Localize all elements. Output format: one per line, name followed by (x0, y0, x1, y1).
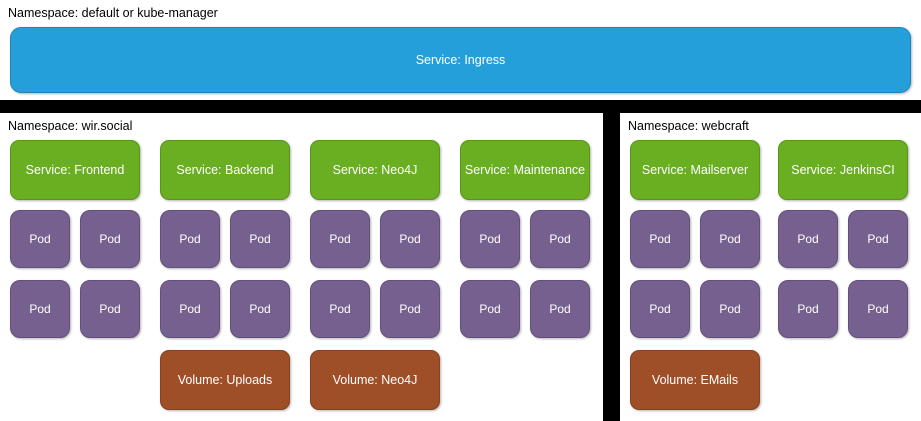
pod[interactable]: Pod (230, 210, 290, 268)
pod[interactable]: Pod (160, 280, 220, 338)
service-backend[interactable]: Service: Backend (160, 140, 290, 200)
pod[interactable]: Pod (380, 280, 440, 338)
namespace-panel-webcraft: Namespace: webcraft Service: Mailserver … (620, 113, 921, 421)
pod[interactable]: Pod (778, 210, 838, 268)
pod[interactable]: Pod (460, 280, 520, 338)
pod[interactable]: Pod (80, 210, 140, 268)
service-maintenance[interactable]: Service: Maintenance (460, 140, 590, 200)
pod[interactable]: Pod (10, 280, 70, 338)
pod[interactable]: Pod (630, 210, 690, 268)
pod[interactable]: Pod (380, 210, 440, 268)
volume-neo4j[interactable]: Volume: Neo4J (310, 350, 440, 410)
pod[interactable]: Pod (310, 280, 370, 338)
service-jenkinsci[interactable]: Service: JenkinsCI (778, 140, 908, 200)
pod[interactable]: Pod (10, 210, 70, 268)
namespace-panel-default: Namespace: default or kube-manager Servi… (0, 0, 921, 100)
volume-emails[interactable]: Volume: EMails (630, 350, 760, 410)
service-ingress[interactable]: Service: Ingress (10, 27, 911, 93)
service-frontend[interactable]: Service: Frontend (10, 140, 140, 200)
namespace-title-wir-social: Namespace: wir.social (8, 119, 133, 133)
pod[interactable]: Pod (848, 210, 908, 268)
pod[interactable]: Pod (630, 280, 690, 338)
pod[interactable]: Pod (700, 210, 760, 268)
service-mailserver[interactable]: Service: Mailserver (630, 140, 760, 200)
pod[interactable]: Pod (80, 280, 140, 338)
pod[interactable]: Pod (778, 280, 838, 338)
pod[interactable]: Pod (310, 210, 370, 268)
pod[interactable]: Pod (460, 210, 520, 268)
namespace-title-default: Namespace: default or kube-manager (8, 6, 218, 20)
pod[interactable]: Pod (848, 280, 908, 338)
volume-uploads[interactable]: Volume: Uploads (160, 350, 290, 410)
pod[interactable]: Pod (230, 280, 290, 338)
namespace-panel-wir-social: Namespace: wir.social Service: Frontend … (0, 113, 603, 421)
pod[interactable]: Pod (160, 210, 220, 268)
pod[interactable]: Pod (700, 280, 760, 338)
namespace-title-webcraft: Namespace: webcraft (628, 119, 749, 133)
pod[interactable]: Pod (530, 210, 590, 268)
service-neo4j[interactable]: Service: Neo4J (310, 140, 440, 200)
pod[interactable]: Pod (530, 280, 590, 338)
